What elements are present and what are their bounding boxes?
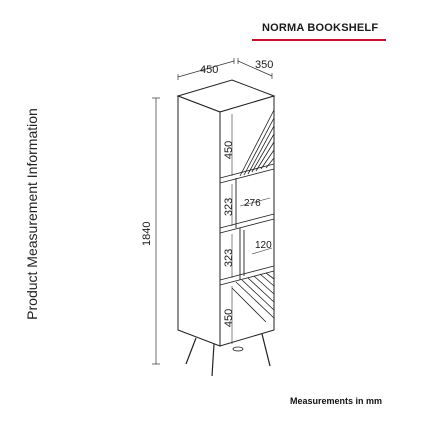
- title-underline: [252, 39, 386, 41]
- upper-slat-pattern: [239, 109, 275, 177]
- inner-dimension-lines: [231, 114, 273, 344]
- product-title: NORMA BOOKSHELF: [262, 22, 379, 34]
- measurement-unit-note: Measurements in mm: [290, 396, 383, 406]
- width-label: 450: [200, 64, 218, 76]
- compartment-mid-lower-label: 323: [223, 249, 235, 267]
- top-dimension-lines: [177, 58, 273, 80]
- height-dimension-line: [152, 97, 160, 365]
- lower-slat-pattern: [231, 272, 275, 323]
- compartment-mid-upper-label: 323: [223, 198, 235, 216]
- height-label: 1840: [141, 222, 153, 246]
- depth-label: 350: [255, 59, 273, 71]
- inner-width-label: 276: [244, 198, 261, 209]
- compartment-bottom-label: 450: [223, 309, 235, 327]
- legs: [185, 333, 271, 377]
- cabinet-outline: [176, 79, 276, 347]
- compartment-top-label: 450: [223, 141, 235, 159]
- center-support: [232, 346, 244, 352]
- inner-small-label: 120: [255, 240, 272, 251]
- shelves: [219, 163, 275, 286]
